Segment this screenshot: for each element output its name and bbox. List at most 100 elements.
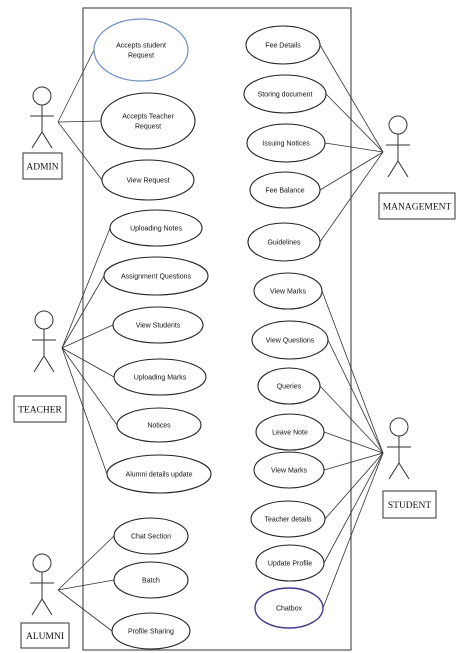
association-lines (57, 44, 384, 632)
association-line-admin-view-request (57, 121, 103, 181)
use-case-ellipse (253, 272, 323, 310)
use-case-ellipse (101, 159, 195, 201)
use-case-label: Update Profile (268, 561, 312, 568)
use-case-ellipse (246, 123, 326, 163)
use-case-profile-sharing: Profile Sharing (111, 612, 191, 650)
association-line-teacher-uploading-marks (61, 347, 115, 378)
use-case-view-request: View Request (101, 159, 195, 201)
use-case-label: Alumni details update (126, 472, 193, 479)
actor-label-box (22, 152, 63, 180)
association-line-teacher-alumni-details-update (61, 347, 108, 475)
use-case-label: Chatbox (276, 606, 303, 613)
use-case-uploading-notes: Uploading Notes (109, 209, 203, 247)
use-case-label: Fee Balance (265, 188, 304, 195)
actor-teacher: TEACHER (13, 310, 67, 423)
use-case-view-marks-2: View Marks (253, 451, 325, 489)
actor-label: ADMIN (26, 163, 58, 173)
stick-figure-icon (386, 115, 410, 178)
actor-label-box (378, 192, 456, 220)
use-case-issuing-notices: Issuing Notices (246, 123, 326, 163)
association-line-management-fee-details (319, 44, 384, 153)
use-case-leave-note: Leave Note (255, 413, 325, 451)
use-case-batch: Batch (113, 561, 189, 599)
stick-figure-icon (32, 310, 56, 373)
association-line-alumni-profile-sharing (57, 589, 113, 632)
actor-label-box (20, 622, 70, 649)
association-line-admin-accepts-student-request (57, 49, 95, 123)
use-case-ellipse (93, 18, 189, 82)
use-case-ellipse (253, 451, 325, 489)
actor-label: ALUMNI (26, 632, 64, 642)
use-case-ellipse (251, 320, 329, 360)
stick-figure-icon (30, 86, 54, 149)
use-case-ellipse (111, 612, 191, 650)
use-case-label: Teacher details (264, 517, 312, 524)
use-case-label: View Marks (270, 289, 307, 296)
use-case-label: Uploading Notes (130, 226, 182, 233)
association-line-student-leave-note (323, 431, 384, 454)
use-case-ellipse (255, 413, 325, 451)
use-case-view-questions: View Questions (251, 320, 329, 360)
use-case-ellipse (254, 587, 324, 629)
association-line-student-chatbox (322, 452, 384, 609)
association-line-teacher-assignment-questions (61, 275, 105, 349)
use-case-label: Uploading Marks (134, 375, 187, 382)
use-case-label: Request (135, 124, 161, 131)
use-case-storing-document: Storing document (243, 74, 327, 114)
association-line-alumni-chat-section (57, 535, 115, 591)
association-line-student-view-marks-2 (323, 452, 384, 471)
association-line-student-teacher-details (324, 452, 384, 520)
use-case-chat-section: Chat Section (113, 517, 189, 555)
use-case-ellipse (112, 306, 204, 344)
stick-figure-icon (387, 417, 411, 480)
use-case-ellipse (245, 25, 321, 65)
use-case-label: Accepts student (116, 43, 166, 50)
use-case-update-profile: Update Profile (255, 544, 325, 582)
association-line-student-view-questions (327, 339, 384, 454)
use-case-ellipse (249, 171, 321, 209)
use-case-label: Queries (277, 384, 302, 391)
use-case-queries: Queries (257, 367, 321, 405)
use-case-label: Issuing Notices (262, 141, 310, 148)
use-case-notices: Notices (116, 407, 202, 443)
use-case-fee-balance: Fee Balance (249, 171, 321, 209)
use-case-assignment-questions: Assignment Questions (103, 256, 209, 296)
use-case-ellipse (113, 358, 207, 396)
association-line-teacher-view-students (61, 324, 114, 349)
use-case-label: Fee Details (265, 43, 301, 50)
association-line-management-issuing-notices (324, 142, 384, 153)
use-case-label: View Students (136, 323, 181, 330)
use-case-view-marks-1: View Marks (253, 272, 323, 310)
use-case-ellipse (243, 74, 327, 114)
use-case-guidelines: Guidelines (247, 222, 321, 262)
use-case-alumni-details-update: Alumni details update (106, 454, 212, 494)
association-line-teacher-notices (61, 347, 118, 426)
actor-alumni: ALUMNI (20, 553, 70, 649)
use-case-label: View Marks (271, 468, 308, 475)
association-line-management-guidelines (319, 151, 384, 243)
actor-label: TEACHER (18, 406, 62, 416)
use-case-label: Request (128, 53, 154, 60)
actor-label: STUDENT (388, 501, 431, 511)
association-line-management-fee-balance (319, 151, 384, 191)
use-case-ellipse (113, 517, 189, 555)
use-case-ellipse (255, 544, 325, 582)
association-line-alumni-batch (57, 579, 115, 591)
association-line-management-storing-document (325, 93, 384, 153)
actor-label-box (13, 395, 67, 423)
use-case-ellipse (247, 222, 321, 262)
association-line-teacher-uploading-notes (61, 227, 111, 349)
association-line-student-queries (319, 385, 384, 454)
use-case-label: Accepts Teacher (122, 114, 174, 121)
actor-admin: ADMIN (22, 86, 63, 180)
use-case-label: Notices (147, 423, 171, 430)
use-case-ellipse (100, 92, 196, 150)
use-case-label: View Questions (266, 338, 315, 345)
use-case-ellipse (250, 500, 326, 538)
use-case-ellipse (116, 407, 202, 443)
use-case-uploading-marks: Uploading Marks (113, 358, 207, 396)
